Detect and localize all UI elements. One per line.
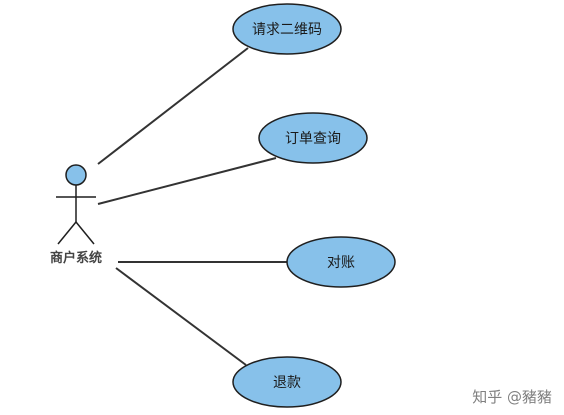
actor-head [65,164,87,186]
use-case-label: 请求二维码 [252,22,322,38]
actor-right-leg [75,221,95,245]
use-case-refund: 退款 [232,356,342,408]
use-case-order-query: 订单查询 [258,112,368,164]
use-case-ellipse [258,112,368,164]
actor-left-leg [57,221,77,245]
actor-figure [56,164,96,245]
use-case-reconcile: 对账 [286,236,396,288]
association-line-request-qrcode [97,47,249,165]
use-case-label: 订单查询 [285,131,341,147]
actor-label: 商户系统 [50,250,102,266]
use-case-ellipse [232,3,342,55]
association-line-refund [115,267,247,366]
watermark: 知乎 @豬豬 [472,388,552,406]
use-case-label: 对账 [327,255,355,271]
use-case-request-qrcode: 请求二维码 [232,3,342,55]
use-case-label: 退款 [273,375,301,391]
association-line-order-query [97,157,277,205]
use-case-ellipse [286,236,396,288]
use-case-ellipse [232,356,342,408]
